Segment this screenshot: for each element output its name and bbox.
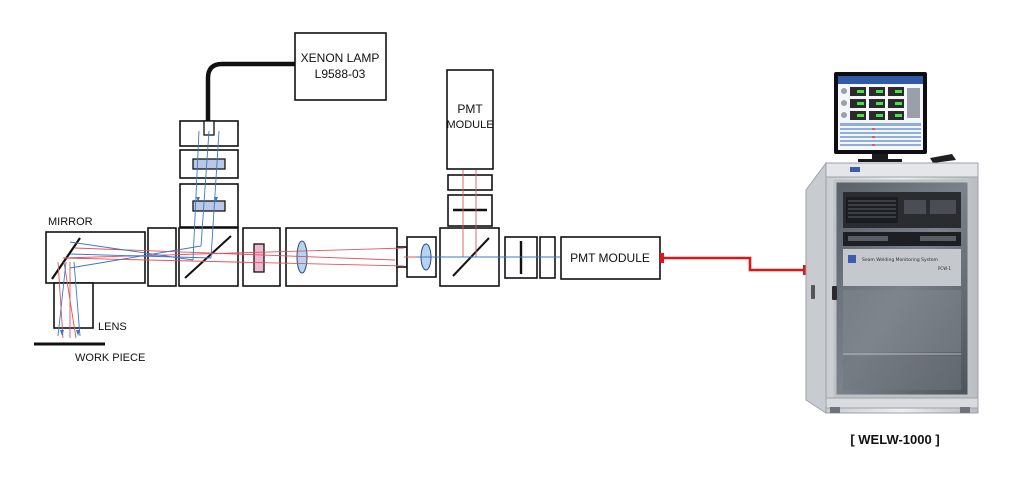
filter-block	[242, 227, 281, 287]
rack-unit-2	[843, 232, 961, 246]
pmt-module-right-label: PMT MODULE	[570, 251, 650, 265]
lens-tube	[285, 227, 398, 287]
xenon-lamp-model-label: L9588-03	[315, 67, 366, 81]
pink-filter	[253, 243, 265, 273]
cabinet-caption: [ WELW-1000 ]	[850, 432, 939, 447]
cabinet-panel-subtitle: PCW-1	[938, 266, 951, 271]
pmt-top-slit	[447, 194, 493, 227]
rack-cabinet: Seam Welding Monitoring System PCW-1	[805, 161, 979, 414]
cabinet-side-handle	[811, 285, 815, 299]
blue-rays	[57, 130, 560, 337]
xenon-lamp-label: XENON LAMP	[301, 51, 380, 65]
work-piece-label: WORK PIECE	[75, 352, 145, 364]
filter-element	[192, 158, 226, 170]
cabinet-panel-title: Seam Welding Monitoring System	[862, 257, 938, 263]
collimator-lens	[192, 200, 226, 212]
rack-panel-label	[843, 249, 961, 286]
keyboard	[930, 154, 956, 163]
pmt-module-top: PMT MODULE	[446, 69, 494, 170]
pmt-module-right: PMT MODULE	[560, 236, 661, 280]
mirror-label: MIRROR	[48, 216, 93, 228]
monitor	[834, 72, 927, 162]
signal-cable	[660, 253, 807, 275]
xenon-lamp: XENON LAMP L9588-03	[294, 32, 387, 101]
cabinet-door-handle	[832, 286, 837, 300]
pmt-top-spacer	[447, 174, 493, 191]
pmt-module-top-sublabel: MODULE	[446, 119, 493, 131]
illuminator-stack	[179, 120, 239, 228]
pmt-module-top-label: PMT	[457, 102, 483, 116]
mirror-block	[45, 231, 146, 284]
fiber-cable	[205, 61, 295, 121]
lens-label: LENS	[98, 321, 127, 333]
slit-block-1	[504, 236, 538, 279]
slit-block-2	[539, 236, 556, 279]
